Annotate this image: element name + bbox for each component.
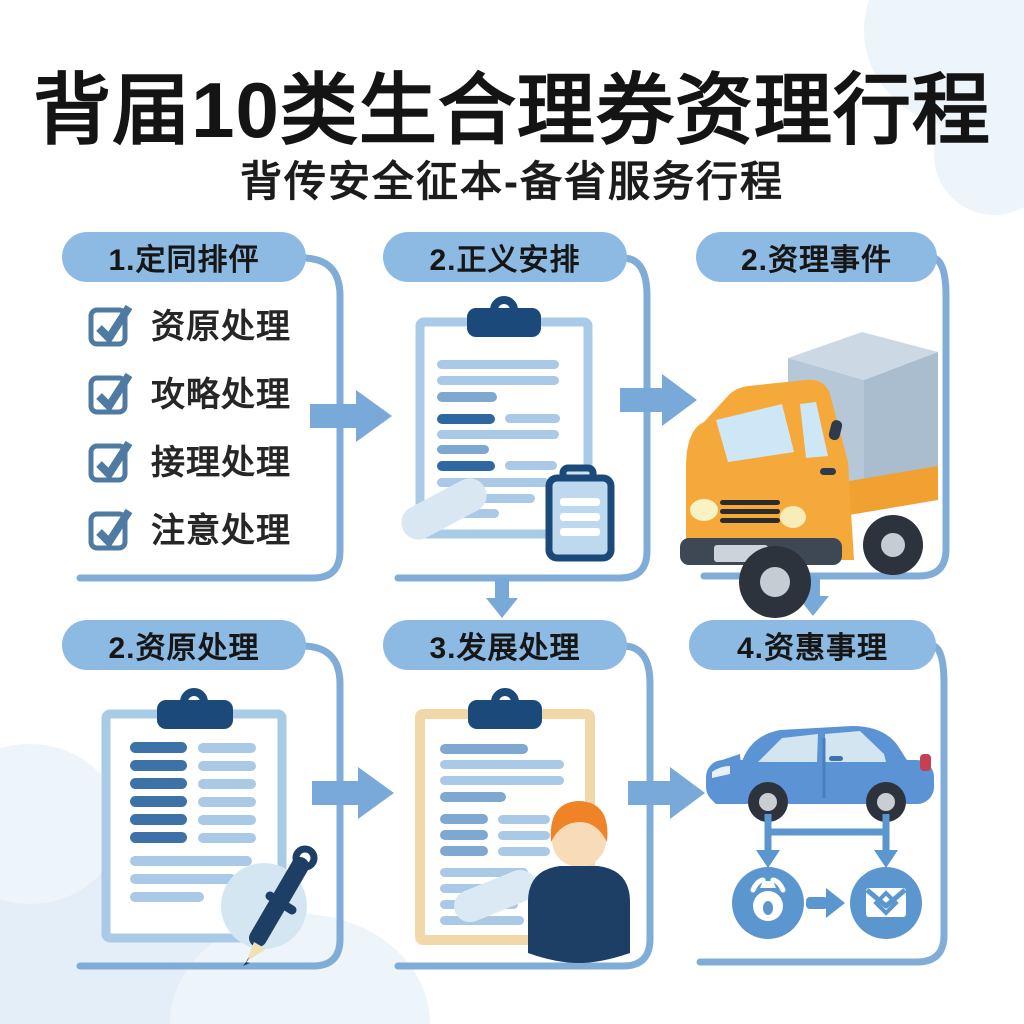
step-1-pill: 1.定同排伻 <box>62 232 306 282</box>
flow-connector-lines <box>764 814 890 852</box>
highlight-swoosh <box>453 869 537 923</box>
arrow-right-small-icon <box>806 888 845 918</box>
arrow-right-icon <box>312 767 394 819</box>
truck-side-window <box>800 402 828 458</box>
truck-mirror <box>828 420 843 441</box>
truck-windshield <box>716 404 794 462</box>
person-head <box>552 813 606 867</box>
step-5-label: 3.发展处理 <box>429 632 581 665</box>
page-title: 背届10类生合理券资理行程 <box>33 66 991 154</box>
small-clipboard-icon <box>545 464 615 562</box>
person-icon <box>528 801 630 963</box>
document-with-person-illustration <box>415 688 630 963</box>
clipboard-clip <box>468 700 542 729</box>
checklist-item-label: 资原处理 <box>151 308 291 346</box>
car-icon <box>706 726 934 822</box>
checklist-item: 接理处理 <box>86 436 336 483</box>
panel-6-frame <box>696 642 948 966</box>
checklist-item: 攻略处理 <box>86 368 336 415</box>
step-2-pill: 2.正义安排 <box>383 232 627 282</box>
step-3-label: 2.资理事件 <box>740 244 893 277</box>
car-tail-light <box>920 754 931 771</box>
panel-4-frame <box>76 642 344 970</box>
checkbox-checked-icon <box>88 440 133 483</box>
car-headlight <box>712 766 730 778</box>
step-6-label: 4.资惠事理 <box>736 632 889 665</box>
panel-5-frame <box>394 642 654 970</box>
car-flow-illustration <box>706 726 934 939</box>
flow-connector-arrowheads <box>756 850 898 868</box>
clipboard-clip <box>467 308 541 337</box>
cargo-box-side <box>864 352 938 492</box>
checkbox-checked-icon <box>88 304 133 347</box>
checklist-item-label: 攻略处理 <box>151 376 291 414</box>
delivery-truck-illustration <box>680 332 938 618</box>
truck-grille <box>720 500 780 523</box>
document-text-lines <box>440 744 564 925</box>
panel-3-frame <box>700 254 950 580</box>
document-with-pen-illustration <box>101 688 318 966</box>
arrow-right-icon <box>620 374 697 426</box>
step-2-label: 2.正义安排 <box>429 244 581 277</box>
clipboard-with-notes-illustration <box>401 296 615 562</box>
cargo-box-top <box>788 332 938 380</box>
step-4-label: 2.资原处理 <box>108 632 260 665</box>
page-subtitle: 背传安全征本-备省服务行程 <box>240 158 784 205</box>
car-window-rear <box>825 731 886 762</box>
clipboard-clip <box>157 700 233 729</box>
checkbox-checked-icon <box>88 372 133 415</box>
step-4-pill: 2.资原处理 <box>62 620 306 670</box>
truck-headlight-right <box>780 506 806 528</box>
document-text-lines <box>130 742 256 902</box>
checklist-item-label: 接理处理 <box>151 444 291 482</box>
car-door-handle <box>829 756 843 761</box>
truck-wheels <box>739 515 923 618</box>
truck-headlight-left <box>690 499 718 521</box>
arrow-right-icon <box>628 767 705 819</box>
panel-2-frame <box>394 254 651 582</box>
checkbox-checked-icon <box>88 508 133 551</box>
truck-door-handle <box>820 468 836 475</box>
step-5-pill: 3.发展处理 <box>383 620 627 670</box>
step-1-checklist: 资原处理 攻略处理 接理处理 注意处理 <box>86 300 336 551</box>
step-6-pill: 4.资惠事理 <box>689 620 936 670</box>
background-blob-right <box>934 95 1024 215</box>
highlight-swoosh <box>401 478 487 540</box>
mail-icon <box>850 867 922 939</box>
step-1-label: 1.定同排伻 <box>108 244 260 277</box>
arrow-right-icon <box>310 390 392 442</box>
car-window-front <box>758 734 818 762</box>
checklist-item: 资原处理 <box>86 300 336 347</box>
checklist-item-label: 注意处理 <box>151 512 291 550</box>
person-hair <box>550 801 608 842</box>
arrow-down-icon <box>486 578 518 618</box>
checklist-item: 注意处理 <box>86 504 336 551</box>
flow-arrows <box>310 374 829 819</box>
money-bag-icon <box>732 867 804 939</box>
step-3-pill: 2.资理事件 <box>696 232 937 282</box>
pen-icon <box>243 845 318 966</box>
person-body <box>528 866 630 963</box>
